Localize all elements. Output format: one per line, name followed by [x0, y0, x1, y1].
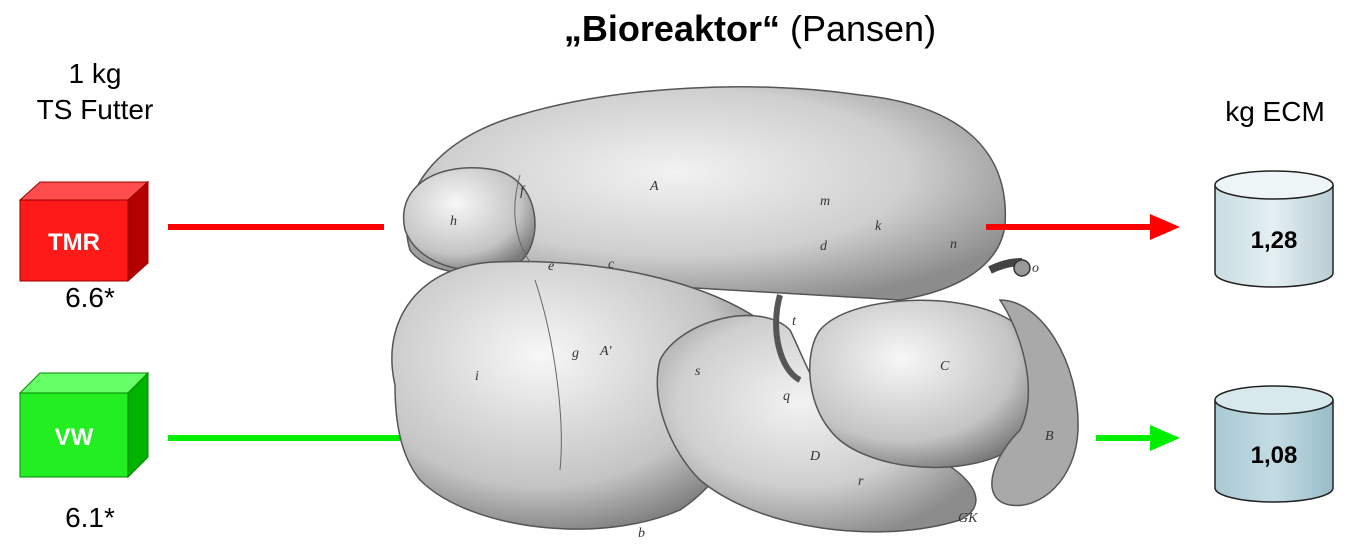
vw-cube: VW [20, 373, 148, 477]
svg-text:g: g [572, 346, 579, 361]
tmr-output-arrow [986, 214, 1180, 240]
svg-text:b: b [638, 526, 645, 541]
tmr-output-value: 1,28 [1251, 227, 1298, 254]
svg-text:t: t [792, 314, 797, 329]
svg-text:s: s [695, 364, 701, 379]
svg-text:B: B [1045, 429, 1054, 444]
svg-text:A': A' [599, 344, 613, 359]
svg-text:r: r [858, 474, 864, 489]
svg-text:C: C [940, 359, 950, 374]
svg-text:o: o [1032, 261, 1039, 276]
rumen-illustration: A A' B C D b c d e f g h i k m n o q r s… [392, 87, 1078, 541]
tmr-cube: TMR [20, 182, 148, 281]
svg-text:GK: GK [958, 511, 978, 526]
svg-text:i: i [475, 369, 479, 384]
vw-output-value: 1,08 [1251, 442, 1298, 469]
tmr-cube-label: TMR [48, 229, 100, 256]
svg-text:q: q [783, 389, 790, 404]
vw-output-arrow [1096, 425, 1180, 451]
vw-cube-label: VW [55, 424, 94, 451]
svg-text:D: D [809, 449, 820, 464]
vw-output-cylinder: 1,08 [1215, 386, 1333, 502]
svg-text:A: A [649, 179, 659, 194]
svg-text:k: k [875, 219, 882, 234]
svg-text:n: n [950, 237, 957, 252]
svg-text:d: d [820, 239, 828, 254]
tmr-output-cylinder: 1,28 [1215, 171, 1333, 287]
svg-text:h: h [450, 214, 457, 229]
svg-text:m: m [820, 194, 830, 209]
svg-text:c: c [608, 257, 615, 272]
svg-text:e: e [548, 259, 554, 274]
